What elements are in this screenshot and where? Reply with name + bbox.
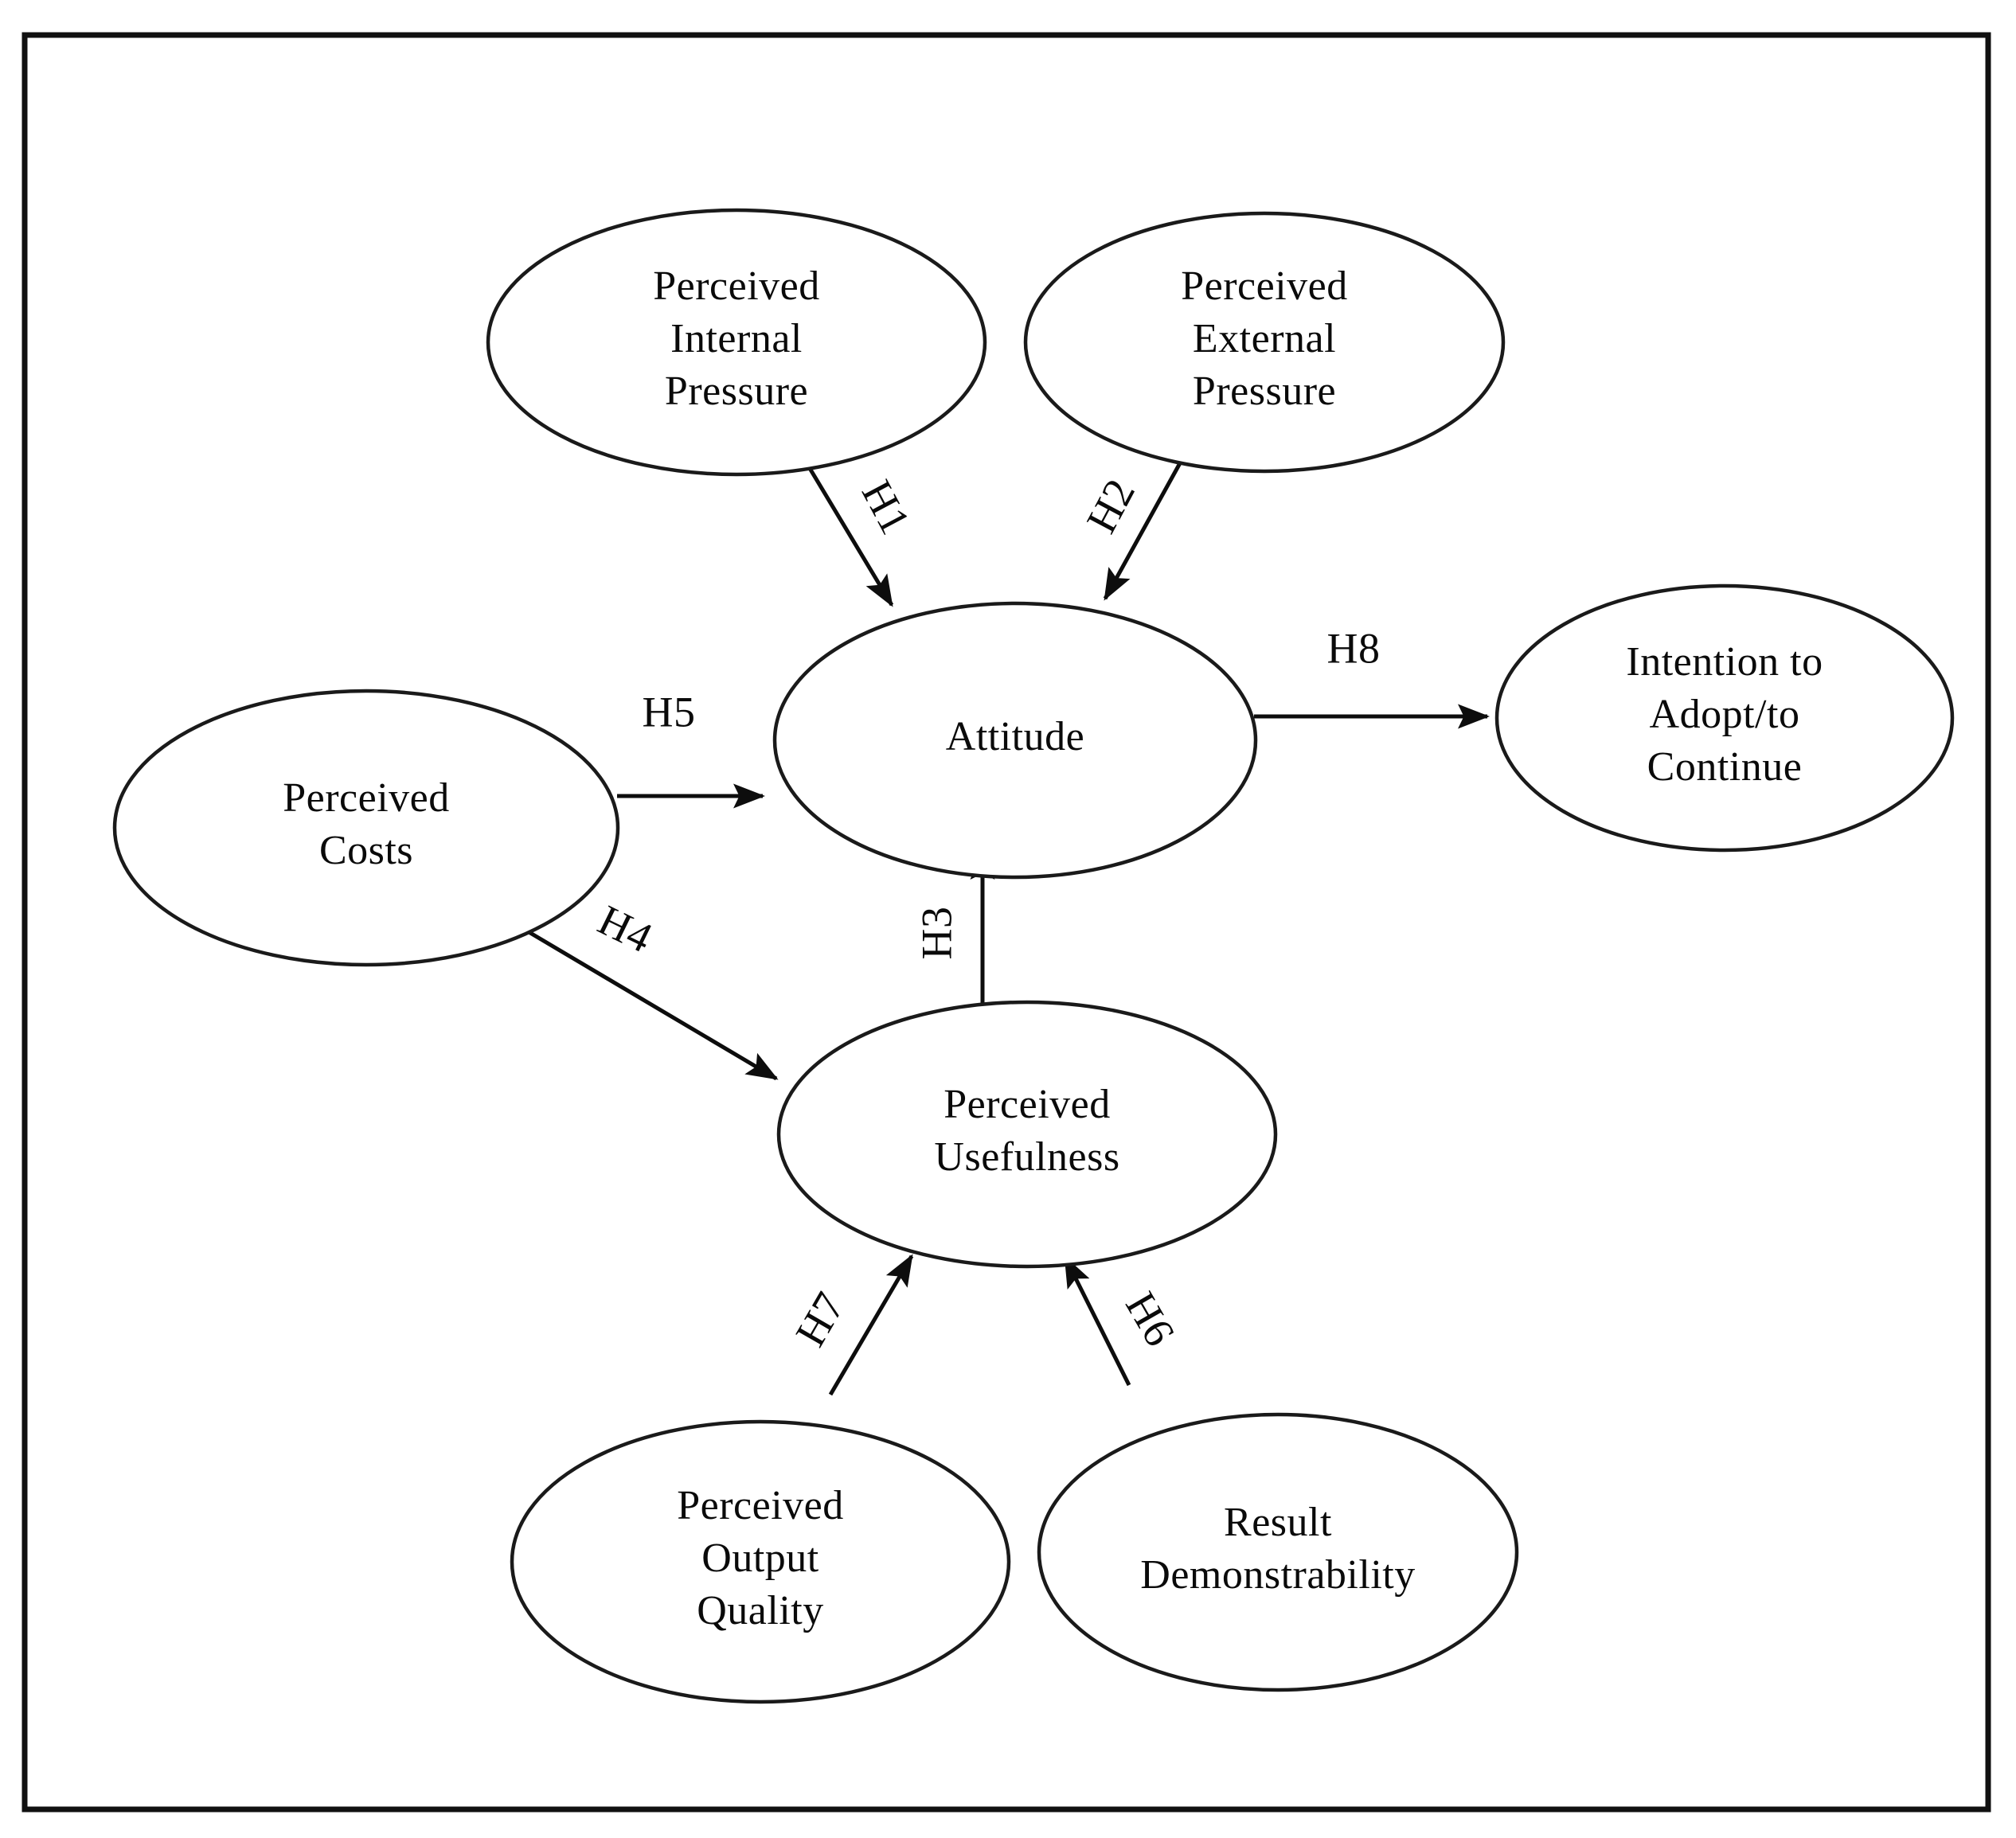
node-ellipse-intention-to-adopt-to-continue[interactable]	[1494, 583, 1955, 853]
figure-border	[21, 32, 1991, 1813]
node-label-line: Attitude	[946, 714, 1084, 759]
node-ellipse-attitude[interactable]	[772, 601, 1258, 880]
node-ellipse-perceived-internal-pressure[interactable]	[486, 208, 987, 477]
edge-label-h3: H3	[912, 907, 960, 960]
edge-label-h4: H4	[591, 896, 660, 962]
node-label-line: External	[1193, 316, 1336, 361]
node-ellipse-result-demonstrability[interactable]	[1037, 1412, 1519, 1692]
edge-label-h7: H7	[786, 1284, 854, 1354]
node-label-line: Quality	[697, 1588, 823, 1633]
node-ellipse-perceived-usefulness[interactable]	[776, 1000, 1278, 1269]
edge-h7	[828, 1254, 914, 1396]
node-label-line: Perceived	[1181, 263, 1348, 309]
edge-label-h1: H1	[853, 473, 920, 542]
node-label-line: Continue	[1647, 744, 1803, 790]
edge-h2	[1103, 460, 1183, 601]
node-ellipse-perceived-output-quality[interactable]	[510, 1419, 1011, 1704]
edge-h1	[806, 464, 894, 607]
edge-label-h2: H2	[1077, 471, 1144, 540]
node-label-line: Internal	[670, 316, 803, 361]
edge-line-h7	[828, 1254, 914, 1396]
edge-h6	[1063, 1255, 1131, 1387]
node-label-line: Intention to	[1626, 639, 1823, 685]
node-label-line: Costs	[319, 828, 413, 873]
node-ellipse-perceived-costs[interactable]	[112, 689, 620, 967]
node-label-line: Usefulness	[934, 1134, 1119, 1180]
node-label-line: Output	[701, 1536, 819, 1581]
node-label-line: Perceived	[283, 775, 450, 821]
edge-line-h1	[806, 464, 894, 607]
node-label-line: Result	[1224, 1500, 1332, 1545]
node-label-line: Demonstrability	[1140, 1552, 1415, 1598]
edge-line-h6	[1063, 1255, 1131, 1387]
node-label-line: Perceived	[653, 263, 820, 309]
edge-label-h5: H5	[643, 688, 696, 736]
edge-label-h8: H8	[1327, 624, 1381, 672]
node-ellipse-perceived-external-pressure[interactable]	[1023, 211, 1506, 474]
node-label-line: Perceived	[944, 1082, 1111, 1127]
node-label-line: Adopt/to	[1650, 692, 1800, 737]
node-attitude[interactable]: Attitude	[772, 601, 1258, 880]
node-label-line: Pressure	[1193, 369, 1336, 414]
node-label-line: Pressure	[665, 369, 808, 414]
node-label-line: Perceived	[677, 1483, 844, 1528]
edge-label-h6: H6	[1116, 1284, 1184, 1354]
edge-line-h2	[1103, 460, 1183, 601]
node-label-attitude: Attitude	[946, 714, 1084, 759]
